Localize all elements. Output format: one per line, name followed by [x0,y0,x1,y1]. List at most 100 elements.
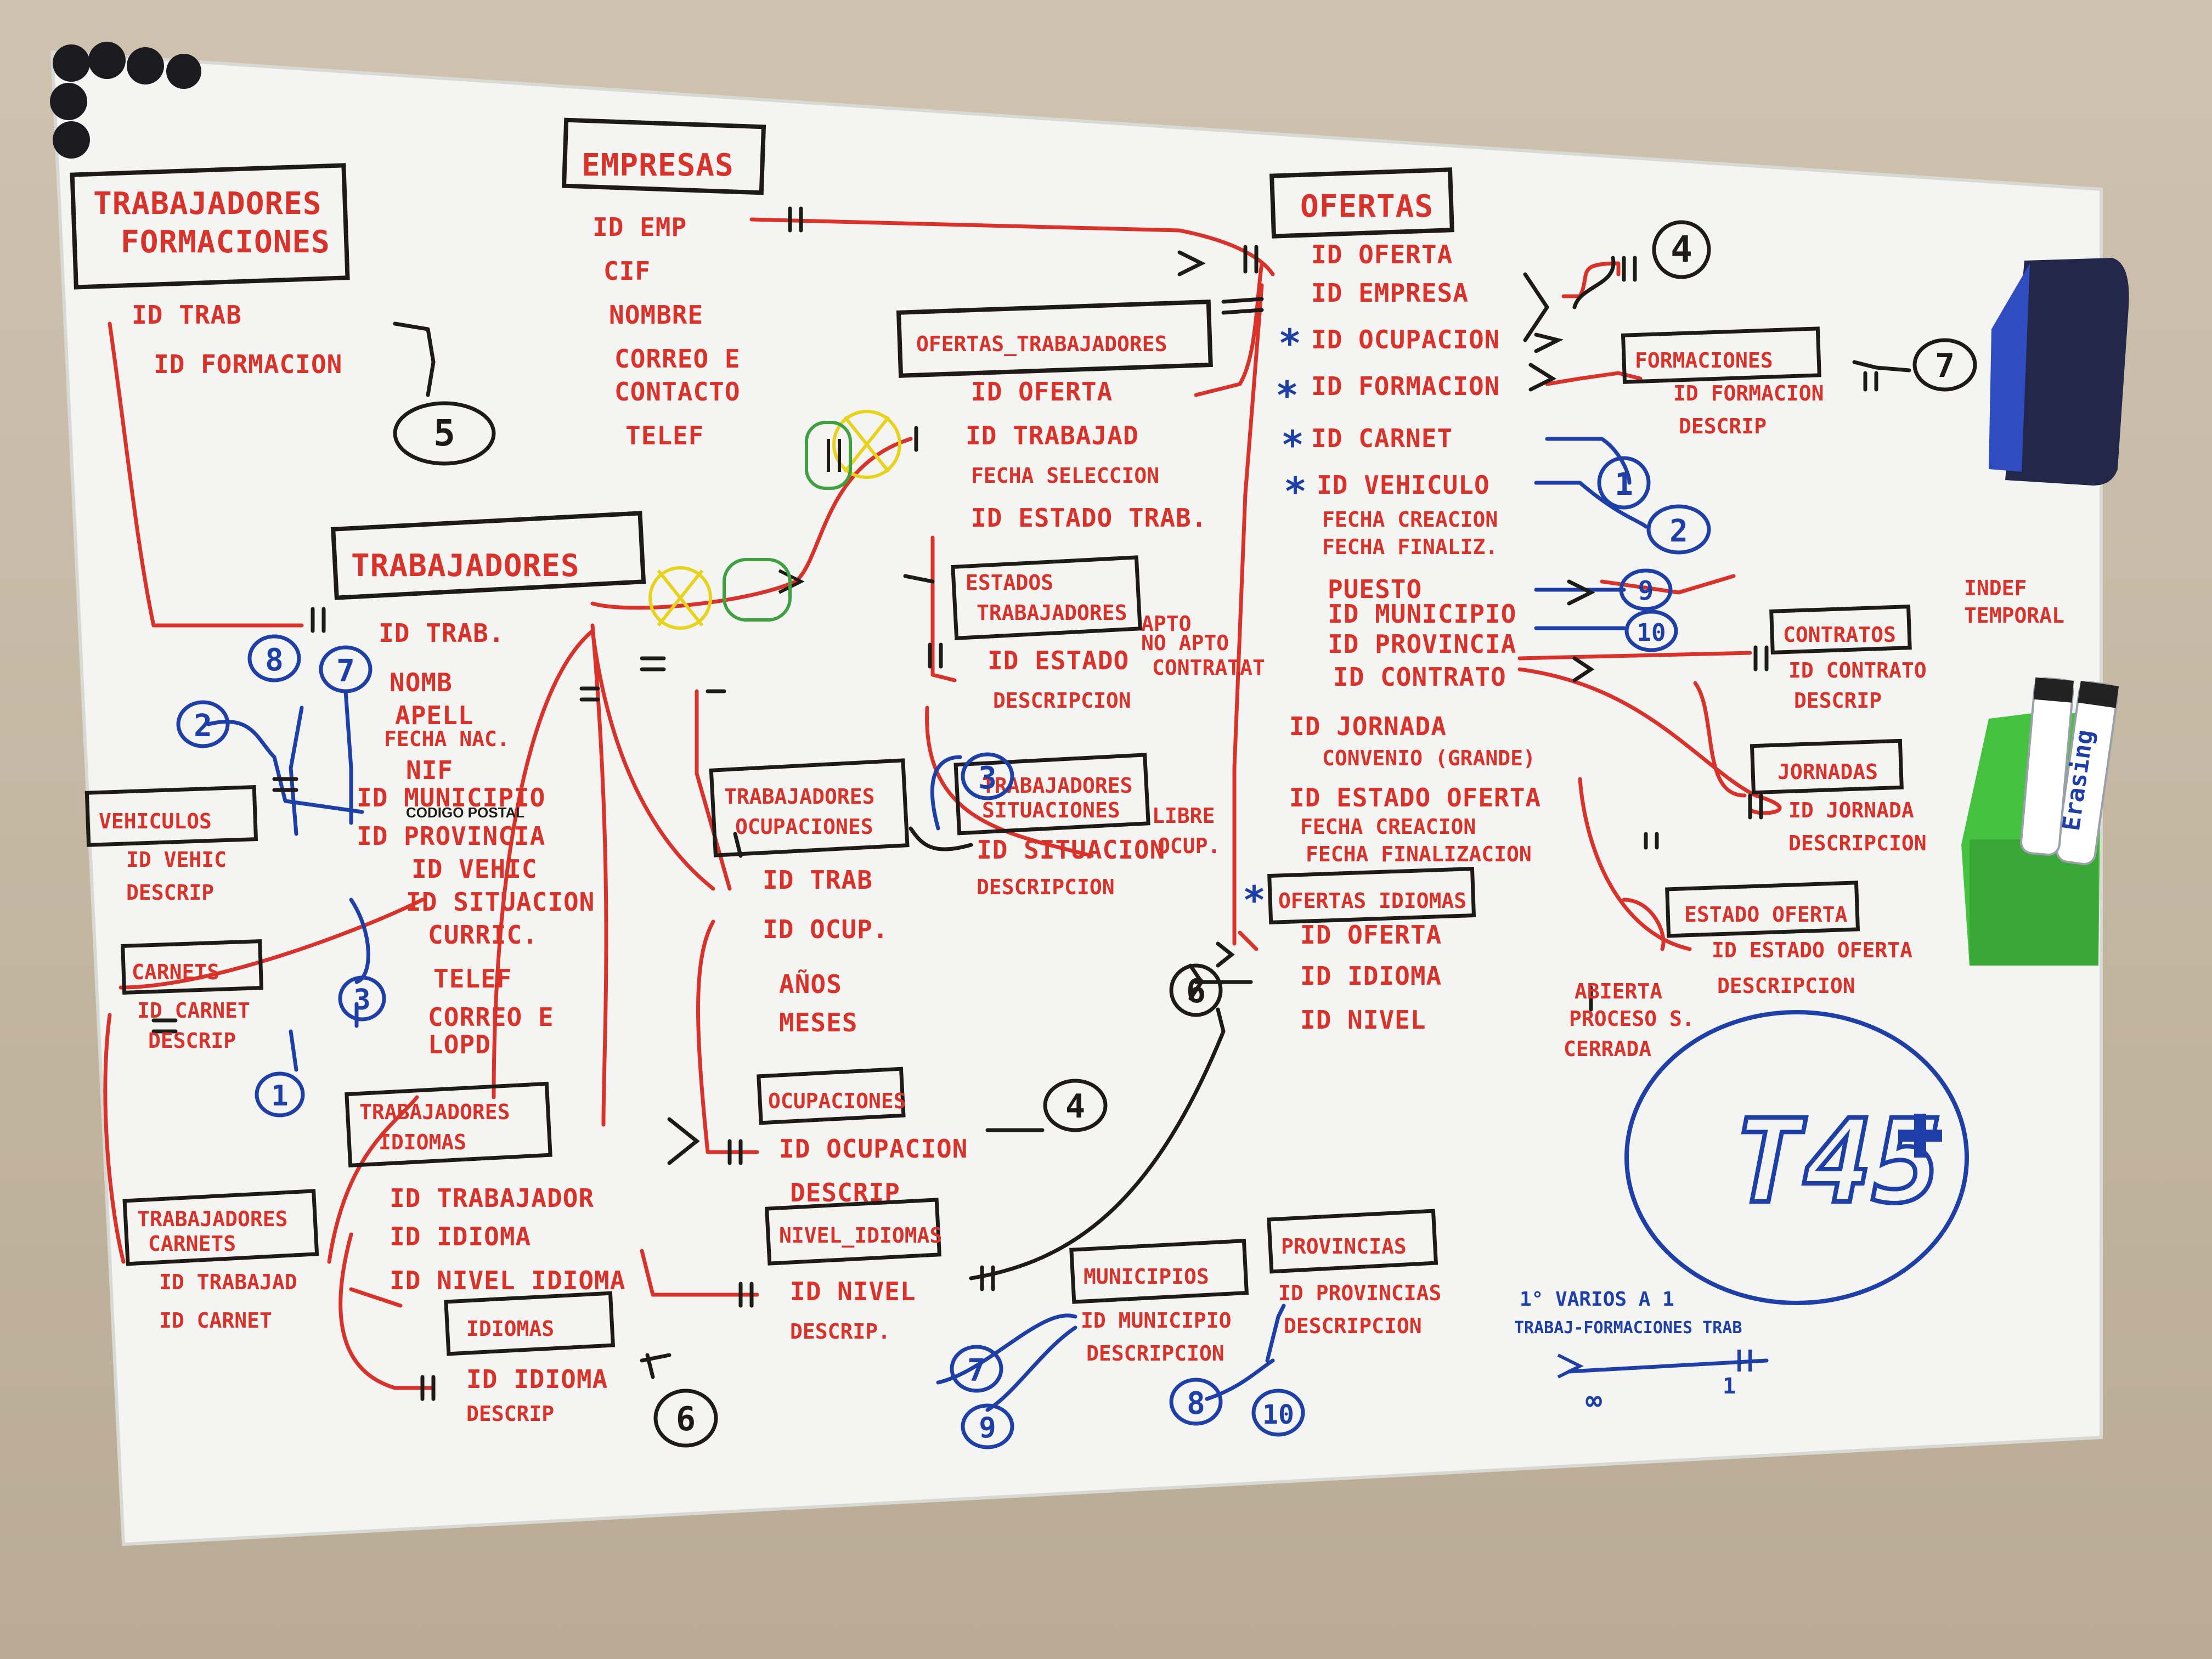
entity-contratos: CONTRATOS ID CONTRATO DESCRIP INDEF TEMP… [1769,576,2064,713]
attr: ID TRAB. [379,618,505,648]
entity-title: IDIOMAS [466,1317,554,1341]
attr: ID MUNICIPIO [1081,1308,1232,1333]
entity-estados-trabajadores: ESTADOS TRABAJADORES ID ESTADO DESCRIPCI… [951,555,1265,713]
note: CONTRATAT [1152,656,1265,680]
entity-title: OCUPACIONES [735,815,873,839]
entity-title: EMPRESAS [582,148,734,183]
attr: FECHA CREACION [1300,815,1476,839]
attr: FECHA SELECCION [971,464,1159,488]
attr: ID CARNET [159,1308,272,1333]
entity-ocupaciones: OCUPACIONES ID OCUPACION DESCRIP [757,1066,967,1207]
attr: ID SITUACION [406,887,595,917]
attr: ID IDIOMA [390,1222,531,1251]
attr: ID VEHIC [126,848,227,872]
attr: CIF [603,256,651,286]
entity-trabajadores-situaciones: TRABAJADORES SITUACIONES ID SITUACION DE… [953,753,1220,899]
attr: CORREO E [614,344,741,374]
legend-many: ∞ [1585,1385,1602,1417]
marker-3: 3 [978,760,997,796]
star-icon: * [1281,422,1304,467]
attr: ID NIVEL [1300,1005,1426,1035]
attr: FECHA FINALIZACION [1306,842,1532,866]
marker-9: 9 [979,1412,996,1444]
entity-title: CARNETS [132,960,219,984]
marker-1: 1 [1615,467,1633,503]
marker-1: 1 [271,1080,288,1113]
entity-estado-oferta: ESTADO OFERTA ID ESTADO OFERTA DESCRIPCI… [1564,881,1912,1061]
attr: DESCRIP [126,881,214,905]
attr: ID TRABAJADOR [390,1183,594,1213]
marker-holder: Erasing [1961,677,2119,966]
entity-title: OFERTAS_TRABAJADORES [916,332,1167,356]
attr: ID OCUPACION [1311,325,1500,354]
note: INDEF [1964,576,2027,600]
attr: PUESTO [1328,574,1422,604]
note: PROCESO S. [1569,1007,1695,1031]
attr: CURRIC. [428,920,538,950]
legend-line-1: 1° VARIOS A 1 [1520,1288,1674,1311]
entity-trabajadores-ocupaciones: TRABAJADORES OCUPACIONES ID TRAB ID OCUP… [709,758,910,1037]
entity-trabajadores-carnets: TRABAJADORES CARNETS ID TRABAJAD ID CARN… [122,1189,319,1333]
attr: ID OFERTA [1311,240,1453,269]
attr: AÑOS [779,969,842,999]
attr: DESCRIP [466,1402,554,1426]
attr: DESCRIPCION [1284,1314,1422,1338]
attr: ID PROVINCIA [1328,629,1516,659]
attr: DESCRIPCION [1717,974,1855,998]
star-icon: * [1284,469,1307,514]
entity-title: ESTADOS [966,571,1053,595]
attr: ID OFERTA [971,377,1113,407]
entity-title: IDIOMAS [379,1130,466,1154]
attr: ID VEHIC [411,854,538,884]
attr: ID NIVEL [790,1277,916,1306]
entity-title: TRABAJADORES [137,1207,288,1231]
marker-6: 6 [1186,972,1206,1011]
entity-municipios: MUNICIPIOS ID MUNICIPIO DESCRIPCION [1069,1239,1249,1365]
entity-title: NIVEL_IDIOMAS [779,1223,942,1248]
attr: ID FORMACION [1311,371,1500,401]
attr: ID PROVINCIAS [1278,1281,1441,1305]
marker-2: 2 [1669,514,1688,549]
entity-vehiculos: VEHICULOS ID VEHIC DESCRIP [84,785,258,905]
attr: ID PROVINCIA [357,821,545,851]
marker-10: 10 [1637,619,1666,647]
entity-title: VEHICULOS [99,809,212,833]
entity-title: ESTADO OFERTA [1684,902,1848,927]
attr: NOMB [390,668,453,697]
magnets [50,42,201,159]
attr: ID CONTRATO [1788,658,1927,682]
attr: ID CONTRATO [1333,662,1506,692]
entity-ofertas-trabajadores: OFERTAS_TRABAJADORES ID OFERTA ID TRABAJ… [896,299,1213,533]
attr: DESCRIPCION [993,689,1131,713]
entity-title: MUNICIPIOS [1084,1265,1209,1289]
entity-title: OFERTAS [1300,189,1434,224]
entity-trabajadores-formaciones: TRABAJADORES FORMACIONES ID TRAB ID FORM… [70,163,350,379]
entity-jornadas: JORNADAS ID JORNADA DESCRIPCION [1750,738,1927,855]
entity-title: SITUACIONES [982,798,1120,822]
t45-logo: T45 [1624,1010,1969,1305]
attr: ID NIVEL IDIOMA [390,1266,625,1295]
attr: ID MUNICIPIO [357,783,545,812]
attr: ID JORNADA [1289,712,1447,741]
attr: ID OCUP. [763,915,889,944]
attr: ID EMP [592,212,687,242]
yellow-green-annotations [648,410,901,630]
legend-line-2: TRABAJ-FORMACIONES TRAB [1514,1318,1742,1338]
entity-ofertas-idiomas: OFERTAS IDIOMAS ID OFERTA ID IDIOMA ID N… [1267,866,1476,1035]
attr: NIF [406,755,453,785]
note: ABIERTA [1575,979,1662,1003]
attr: CORREO E [428,1002,554,1032]
entity-title: JORNADAS [1778,760,1878,784]
entity-title: OCUPACIONES [768,1089,906,1113]
attr: ID OFERTA [1300,920,1442,950]
entity-title: PROVINCIAS [1281,1234,1407,1259]
attr: FECHA CREACION [1322,507,1498,532]
note: TEMPORAL [1964,603,2064,628]
attr: ID FORMACION [154,349,342,379]
attr: ID JORNADA [1788,798,1914,822]
attr: ID ESTADO OFERTA [1289,783,1541,812]
entity-title: CARNETS [148,1232,236,1256]
entity-trabajadores: TRABAJADORES ID TRAB. NOMB APELL FECHA N… [331,511,646,1059]
attr: ID CARNET [137,998,250,1023]
marker-8: 8 [1187,1386,1205,1421]
